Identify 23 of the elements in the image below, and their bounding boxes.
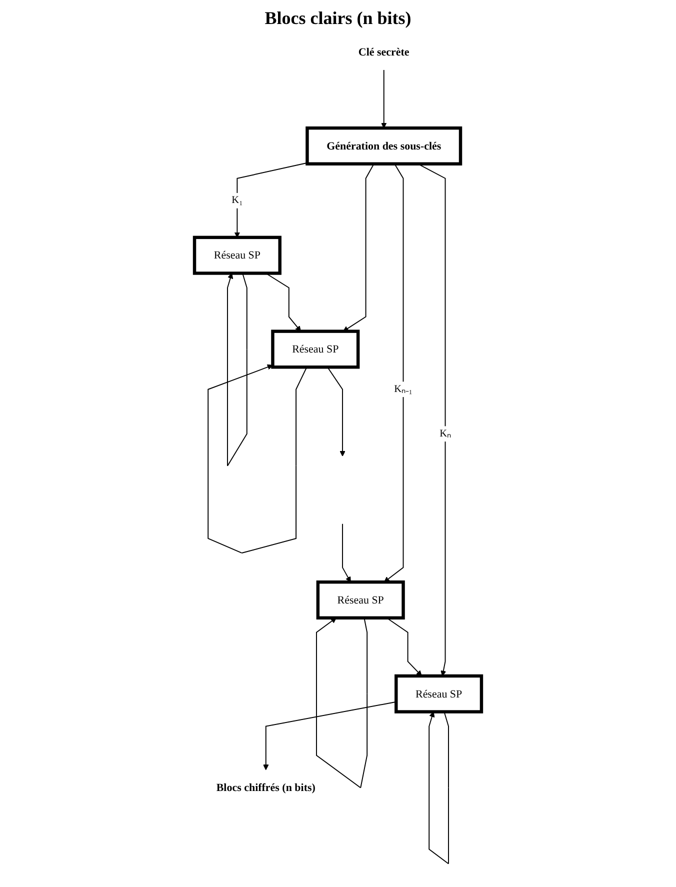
node-box: Réseau SP: [192, 236, 282, 275]
arrow: [234, 162, 308, 238]
heading-text: Blocs clairs (n bits): [264, 8, 412, 29]
arrow: [428, 711, 449, 864]
arrow: [316, 617, 368, 788]
arrow: [342, 163, 374, 332]
arrow: [208, 364, 308, 554]
node-box: Réseau SP: [271, 330, 360, 369]
arrow: [386, 617, 422, 676]
arrow: [384, 163, 404, 582]
edge-label: K₁: [232, 194, 243, 206]
node-box: Génération des sous-clés: [306, 126, 462, 166]
node-text: Blocs chiffrés (n bits): [216, 781, 316, 794]
arrow: [327, 366, 346, 456]
arrow: [381, 70, 387, 128]
node-text: Clé secrète: [358, 46, 410, 58]
edge-label: Kₙ: [440, 428, 451, 440]
node-box: Réseau SP: [394, 674, 484, 714]
node-box: Réseau SP: [316, 580, 405, 620]
edge-label: Kₙ₋₁: [394, 384, 412, 395]
arrow: [342, 523, 351, 582]
arrow: [227, 272, 248, 466]
arrow: [263, 701, 397, 770]
